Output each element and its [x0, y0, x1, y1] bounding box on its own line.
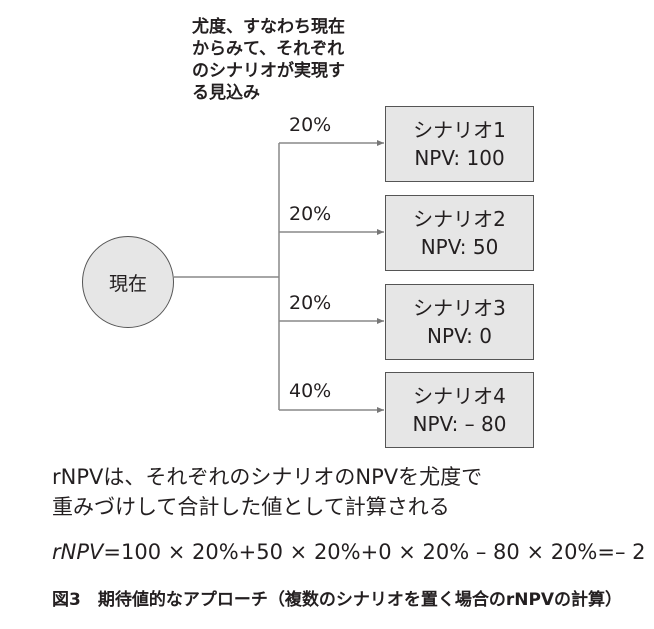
- scenario-npv: NPV: 0: [427, 324, 492, 348]
- rnpv-description: rNPVは、それぞれのシナリオのNPVを尤度で 重みづけして合計した値として計算…: [52, 462, 482, 522]
- branch-probability-1: 20%: [289, 114, 332, 136]
- scenario-npv: NPV: 100: [414, 146, 505, 170]
- scenario-box-1: シナリオ1 NPV: 100: [385, 106, 534, 182]
- scenario-title: シナリオ3: [413, 296, 506, 320]
- note-line: る見込み: [192, 83, 260, 103]
- description-line: rNPVは、それぞれのシナリオのNPVを尤度で: [52, 465, 483, 489]
- origin-label: 現在: [108, 272, 147, 295]
- branch-probability-2: 20%: [289, 203, 332, 225]
- scenario-title: シナリオ2: [413, 207, 506, 231]
- description-line: 重みづけして合計した値として計算される: [52, 495, 450, 519]
- branch-probability-3: 20%: [289, 292, 332, 314]
- scenario-box-4: シナリオ4 NPV: – 80: [385, 372, 534, 448]
- scenario-npv: NPV: 50: [420, 235, 499, 259]
- note-line: のシナリオが実現す: [192, 61, 345, 81]
- scenario-box-2: シナリオ2 NPV: 50: [385, 195, 534, 271]
- origin-node: 現在: [82, 236, 174, 328]
- scenario-title: シナリオ4: [413, 384, 506, 408]
- figure-caption: 図3 期待値的なアプローチ（複数のシナリオを置く場合のrNPVの計算）: [52, 590, 623, 610]
- scenario-title: シナリオ1: [413, 118, 506, 142]
- formula-rhs: =100 × 20%+50 × 20%+0 × 20% – 80 × 20%=–…: [103, 540, 646, 564]
- note-line: からみて、それぞれ: [192, 39, 345, 59]
- rnpv-formula: rNPV=100 × 20%+50 × 20%+0 × 20% – 80 × 2…: [52, 540, 646, 564]
- scenario-box-3: シナリオ3 NPV: 0: [385, 284, 534, 360]
- formula-lhs: rNPV: [52, 540, 104, 564]
- branch-probability-4: 40%: [289, 380, 332, 402]
- note-line: 尤度、すなわち現在: [192, 17, 345, 37]
- likelihood-note: 尤度、すなわち現在 からみて、それぞれ のシナリオが実現す る見込み: [192, 16, 392, 104]
- scenario-npv: NPV: – 80: [412, 412, 507, 436]
